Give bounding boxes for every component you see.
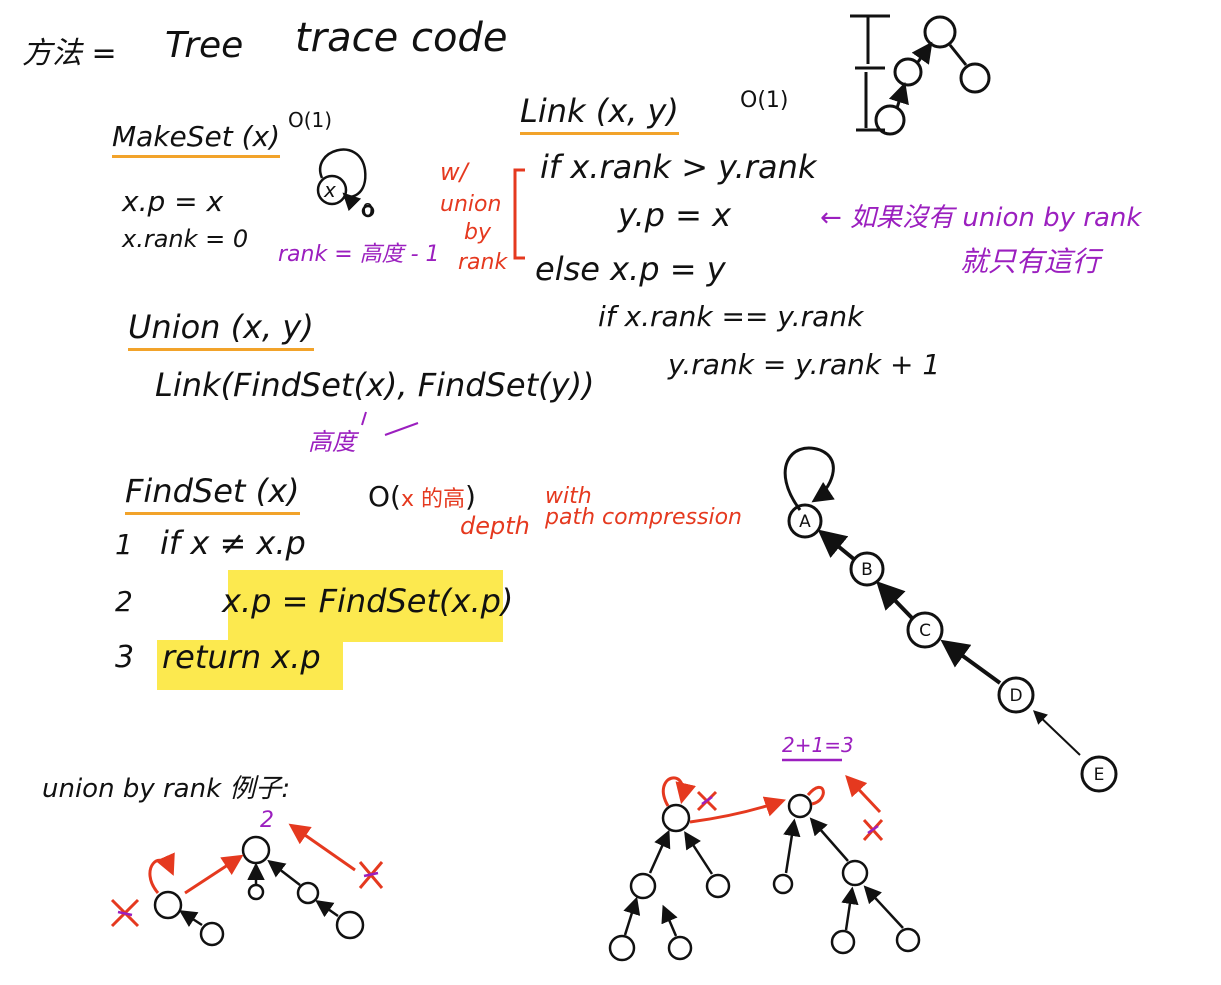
findset-complexity-red: x 的高 [400,487,465,512]
link-complexity: O(1) [740,88,789,113]
rank-example-left-rank: 2 [260,808,274,833]
node-label-b: B [861,560,873,580]
link-line-3: else x.p = y [535,250,726,288]
link-note-rank: rank [458,250,508,275]
node-label-d: D [1009,686,1022,706]
link-note-w: w/ [440,158,468,186]
path-labels: A B C D E [799,512,1104,785]
findset-complexity-prefix: O( [368,480,401,513]
link-line-1: if x.rank > y.rank [540,148,817,186]
findset-with-note: with [545,484,592,509]
header-tree: Tree [165,25,244,66]
makeset-line-1: x.p = x [122,185,224,218]
findset-depth-note: depth [460,512,530,540]
link-comment-2: 就只有這行 [960,245,1101,278]
rank-example-title: union by rank 例子: [42,774,291,804]
mini-tree-diagram [850,14,991,136]
findset-complexity: O(x 的高) [368,480,476,513]
rank-example-left-purple [117,871,379,917]
link-note-union: union [440,192,502,217]
makeset-complexity: O(1) [288,108,333,132]
makeset-node-label: x [324,178,336,202]
union-body: Link(FindSet(x), FindSet(y)) [155,366,595,404]
findset-line-2-code: x.p = FindSet(x.p) [222,582,514,620]
findset-line-2-num: 2 [115,585,133,618]
rank-example-right-rank: 2+1=3 [782,733,854,757]
link-comment-1: ← 如果沒有 union by rank [820,203,1142,233]
makeset-rank-value: 0 [362,200,374,221]
rank-example-right-trees [608,793,921,962]
rank-example-right-red [661,774,884,842]
findset-line-3-num: 3 [115,640,135,675]
union-title: Union (x, y) [128,308,314,351]
highlight-line-3 [157,640,343,690]
link-title: Link (x, y) [520,92,679,135]
link-line-5: y.rank = y.rank + 1 [668,348,941,381]
makeset-line-2: x.rank = 0 [122,225,249,253]
header-method: 方法 = [22,36,117,71]
makeset-rank-note: rank = 高度 - 1 [278,242,440,267]
highlight-line-2 [228,570,503,642]
makeset-title: MakeSet (x) [112,120,281,158]
link-note-by: by [464,220,491,245]
node-label-c: C [919,621,931,641]
findset-complexity-suffix: ) [464,480,476,513]
link-bracket [513,168,525,260]
findset-line-1-code: if x ≠ x.p [160,524,306,562]
link-line-2: y.p = x [618,196,732,234]
rank-example-left-tree [153,835,365,947]
findset-title: FindSet (x) [125,472,300,515]
findset-line-3-code: return x.p [162,638,321,676]
header-trace: trace code [295,15,508,61]
link-line-4: if x.rank == y.rank [598,300,864,333]
node-label-a: A [799,512,811,532]
makeset-node-drawing [316,148,375,218]
findset-line-1-num: 1 [115,528,133,561]
path-chain [783,446,1118,793]
node-label-e: E [1094,765,1105,785]
rank-example-right-purple [701,758,879,835]
union-note-arrows [361,411,419,436]
union-note: 高度 [308,428,356,456]
findset-pc-note: path compression [545,505,742,530]
